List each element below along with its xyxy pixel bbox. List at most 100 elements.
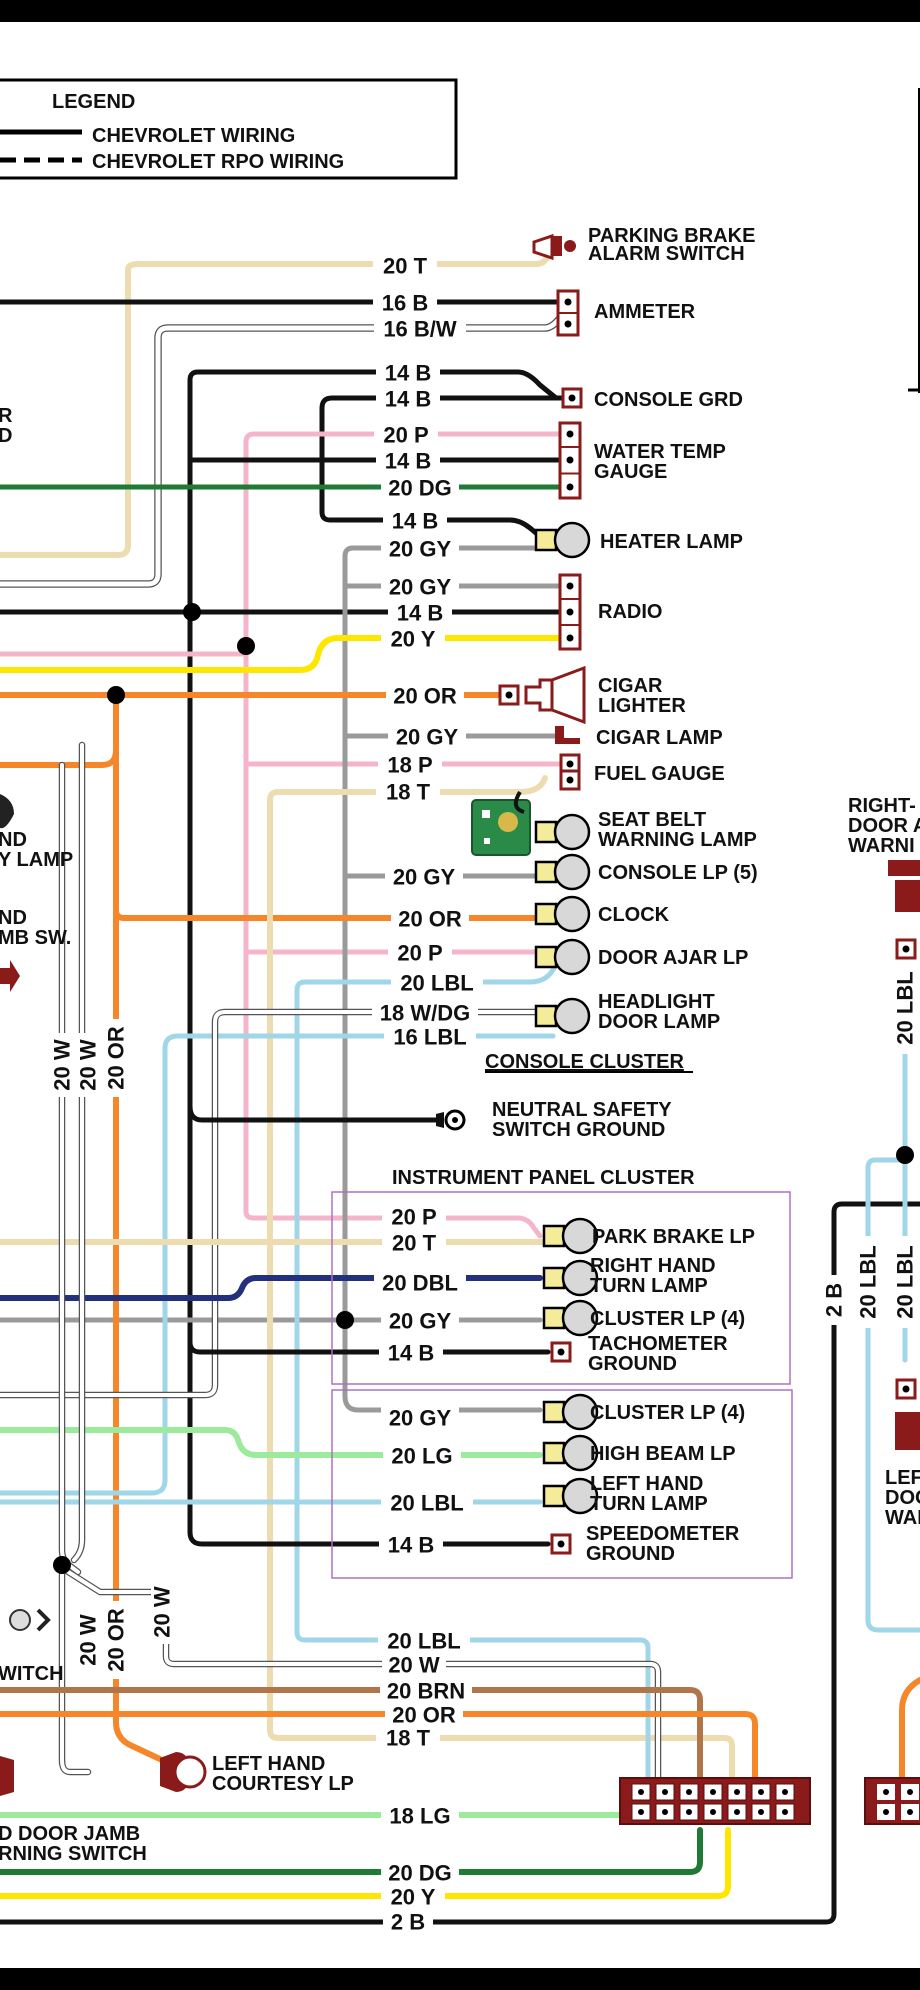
bottom-border	[0, 1968, 920, 1990]
top-border	[0, 0, 920, 22]
wire-label-lg2: 18 LG	[389, 1804, 450, 1829]
legend-dashed-label: CHEVROLET RPO WIRING	[92, 151, 344, 173]
cluster-lp-label-2: CLUSTER LP (4)	[590, 1402, 745, 1424]
splice-dot-3	[107, 686, 125, 704]
wire-20gy-bus	[342, 545, 543, 1399]
wire-label-bg	[77, 1608, 99, 1672]
courtesy-lamp-symbol	[160, 1752, 207, 1792]
splice-dot-w	[53, 1556, 71, 1574]
wire-label-lbl3: 20 LBL	[390, 1491, 463, 1516]
radio-terminals	[558, 573, 582, 651]
clock-symbol	[534, 895, 591, 933]
wire-label-bg	[894, 962, 916, 1054]
wire-label-bg	[384, 1026, 476, 1048]
wire-20brn	[0, 1687, 703, 1788]
ammeter-terminals	[556, 289, 580, 337]
wire-label-bg	[77, 1033, 99, 1097]
right-hand-turn-lamp-symbol	[542, 1259, 599, 1297]
wire-label-bg	[382, 1206, 446, 1228]
wire-label-v_or2: 20 OR	[104, 1608, 129, 1672]
wire-label-bg	[151, 1580, 173, 1644]
wire-label-brn1: 20 BRN	[387, 1679, 465, 1704]
wire-label-y2: 20 Y	[391, 1885, 436, 1910]
wire-label-bg	[381, 477, 459, 499]
wire-20y-bottom	[0, 1827, 731, 1899]
wire-label-bg	[383, 1911, 433, 1933]
wire-label-bg	[372, 1002, 478, 1024]
wire-label-v_lbl3: 20 LBL	[856, 1245, 881, 1318]
wire-14b-tach	[187, 1339, 551, 1355]
wire-label-or3: 20 OR	[392, 1703, 456, 1728]
wire-label-p4: 20 P	[391, 1205, 436, 1230]
wire-label-v_lbl2: 20 LBL	[893, 1245, 918, 1318]
door-ajar-lp-symbol	[534, 938, 591, 976]
wire-label-bg	[374, 318, 466, 340]
wire-label-b4: 14 B	[385, 449, 431, 474]
door-ajar-lp-label: DOOR AJAR LP	[598, 947, 748, 969]
right-box-edge	[918, 88, 920, 393]
wire-label-p2: 18 P	[387, 753, 432, 778]
wire-20dg-bottom	[0, 1827, 703, 1875]
wire-label-t1: 20 T	[383, 254, 428, 279]
wire-label-bg	[379, 1534, 443, 1556]
left-partial-label-4: WITCH	[0, 1663, 64, 1685]
wire-20w-c	[58, 1571, 92, 1776]
heater-lamp-label: HEATER LAMP	[600, 531, 743, 553]
wire-label-gy2: 20 GY	[389, 575, 452, 600]
wire-14b-speedo	[187, 1529, 551, 1547]
wire-label-b3: 14 B	[385, 387, 431, 412]
splice-dot-1	[183, 603, 201, 621]
wire-label-v_lbl1: 20 LBL	[893, 971, 918, 1044]
wire-label-bg	[380, 1680, 472, 1702]
console-grd-label: CONSOLE GRD	[594, 389, 743, 411]
wire-label-bg	[379, 1342, 443, 1364]
wire-label-dg1: 20 DG	[388, 476, 452, 501]
wire-label-bg	[383, 510, 447, 532]
wire-label-bg	[51, 1033, 73, 1097]
high-beam-lp-symbol	[542, 1434, 599, 1472]
seat-belt-module-icon	[471, 790, 531, 856]
wire-label-bg	[381, 1310, 459, 1332]
bottom-connector-block	[619, 1777, 811, 1825]
instrument-panel-cluster-label: INSTRUMENT PANEL CLUSTER	[392, 1167, 695, 1189]
wire-18wdg	[0, 1008, 557, 1399]
left-edge-lamp-icon	[0, 794, 14, 829]
console-lp-symbol	[534, 853, 591, 891]
wire-16lbl	[0, 1033, 556, 1496]
wire-label-bg	[391, 972, 483, 994]
wire-label-b9: 2 B	[391, 1910, 425, 1935]
wire-20t-top	[0, 245, 555, 558]
wire-label-p1: 20 P	[383, 423, 428, 448]
wire-label-bg	[381, 1492, 473, 1514]
wire-label-gy1: 20 GY	[389, 537, 452, 562]
high-beam-lp-label: HIGH BEAM LP	[590, 1443, 736, 1465]
wire-label-bg	[382, 1654, 446, 1676]
neutral-safety-ground-symbol	[436, 1109, 466, 1131]
park-brake-lp-symbol	[542, 1217, 599, 1255]
wire-label-bg	[374, 1272, 466, 1294]
wire-label-b1: 16 B	[382, 291, 428, 316]
cluster-lp-symbol-2	[542, 1393, 599, 1431]
cigar-lamp-label: CIGAR LAMP	[596, 727, 723, 749]
wire-label-v_w2: 20 W	[76, 1039, 101, 1091]
wire-label-gy6: 20 GY	[389, 1406, 452, 1431]
cluster-lp-label-1: CLUSTER LP (4)	[590, 1308, 745, 1330]
wire-label-t4: 18 T	[386, 1726, 431, 1751]
wire-label-bg	[386, 685, 464, 707]
wire-label-v_w4: 20 W	[150, 1586, 175, 1638]
left-door-warning-partial-label: LEFDOOWAR	[885, 1467, 920, 1529]
wire-label-bg	[105, 1019, 127, 1097]
ip-cluster-box-lower	[331, 1389, 793, 1579]
legend-box	[0, 78, 458, 180]
seat-belt-warning-lamp-symbol	[534, 813, 591, 851]
